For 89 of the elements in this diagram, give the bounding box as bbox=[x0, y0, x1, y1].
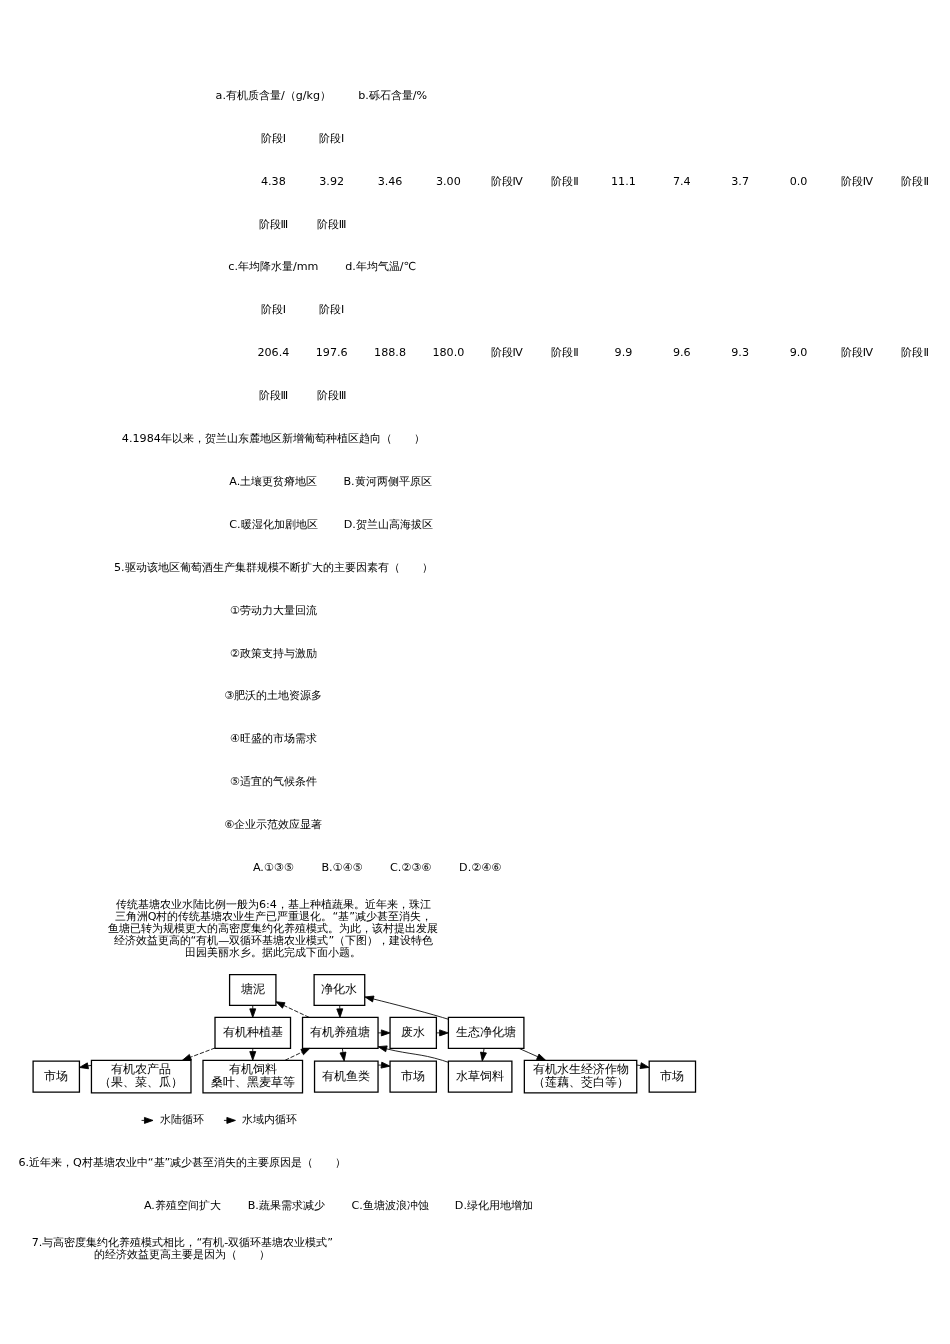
arrow bbox=[377, 1061, 391, 1069]
node-box: 有机种植基 bbox=[214, 1016, 292, 1049]
label: 9.9 bbox=[614, 345, 633, 359]
node-box: 有机农产品 （果、菜、瓜） bbox=[90, 1059, 192, 1094]
label: C.暖湿化加剧地区 bbox=[229, 517, 318, 531]
label: 9.6 bbox=[672, 345, 691, 359]
label: 197.6 bbox=[315, 345, 348, 359]
label: 传统基塘农业水陆比例一般为6:4，基上种植蔬果。近年来，珠江三角洲Q村的传统基塘农业生产已严重退化。“基”减少甚至消失，鱼塘已转为规模更大的高密度集约化养殖模式。为此，该村提出发展经济效益更高的“有机—双循环基塘农业模式”（下图），建设特色田园美丽水乡。据此完成下面小题。 bbox=[108, 897, 439, 959]
label: 5.驱动该地区葡萄酒生产集群规模不断扩大的主要因素有（ ） bbox=[114, 560, 433, 574]
label: b.砾石含量/% bbox=[358, 88, 428, 102]
label: ④旺盛的市场需求 bbox=[229, 731, 317, 745]
label: D.贺兰山高海拔区 bbox=[343, 517, 433, 531]
arrow bbox=[336, 1004, 344, 1018]
node-box: 有机鱼类 bbox=[313, 1060, 379, 1093]
label: 阶段Ⅳ bbox=[840, 345, 873, 359]
node-box: 塘泥 bbox=[228, 973, 277, 1006]
label: 180.0 bbox=[432, 345, 465, 359]
label: 阶段Ⅰ bbox=[319, 131, 345, 145]
label: 6.近年来，Q村基塘农业中“基”减少甚至消失的主要原因是（ ） bbox=[18, 1155, 347, 1169]
label: 阶段Ⅰ bbox=[319, 302, 345, 316]
label: 3.46 bbox=[377, 174, 403, 188]
label: A.土壤更贫瘠地区 bbox=[229, 474, 318, 488]
node-box: 水草饲料 bbox=[447, 1060, 513, 1093]
arrow bbox=[480, 1047, 487, 1061]
arrow bbox=[79, 1061, 92, 1069]
label: 阶段Ⅲ bbox=[258, 217, 289, 231]
label: 阶段Ⅲ bbox=[316, 217, 347, 231]
label: 9.0 bbox=[789, 345, 808, 359]
label: 阶段Ⅳ bbox=[840, 174, 873, 188]
node-box: 市场 bbox=[648, 1060, 697, 1093]
arrow bbox=[339, 1047, 347, 1061]
label: 阶段Ⅱ bbox=[901, 174, 929, 188]
label: 188.8 bbox=[374, 345, 406, 359]
label: 阶段Ⅳ bbox=[490, 174, 523, 188]
label: ⑤适宜的气候条件 bbox=[229, 774, 317, 788]
node-box: 净化水 bbox=[313, 973, 366, 1006]
label: 3.00 bbox=[435, 174, 461, 188]
arrow bbox=[249, 1004, 257, 1018]
node-box: 有机养殖塘 bbox=[301, 1016, 379, 1049]
label: B.黄河两侧平原区 bbox=[343, 474, 432, 488]
label: 阶段Ⅰ bbox=[260, 131, 286, 145]
label: 阶段Ⅳ bbox=[490, 345, 523, 359]
node-box: 市场 bbox=[32, 1060, 81, 1093]
label: ②政策支持与激励 bbox=[229, 646, 317, 660]
node-box: 市场 bbox=[389, 1060, 438, 1093]
arrow bbox=[636, 1061, 650, 1069]
label: ①劳动力大量回流 bbox=[229, 603, 317, 617]
node-box: 有机水生经济作物 （莲藕、茭白等） bbox=[523, 1059, 638, 1094]
arrow bbox=[436, 1028, 449, 1036]
label: C.鱼塘波浪冲蚀 bbox=[351, 1198, 429, 1212]
label: A.①③⑤ bbox=[252, 860, 294, 874]
label: 4.38 bbox=[260, 174, 286, 188]
label: 11.1 bbox=[611, 174, 636, 188]
arrow bbox=[249, 1047, 257, 1061]
label: D.②④⑥ bbox=[459, 860, 502, 874]
label: 阶段Ⅱ bbox=[551, 174, 579, 188]
label: 3.92 bbox=[319, 174, 345, 188]
label: d.年均气温/℃ bbox=[345, 259, 417, 273]
label: D.绿化用地增加 bbox=[454, 1198, 533, 1212]
label: 阶段Ⅱ bbox=[551, 345, 579, 359]
label: a.有机质含量/（g/kg） bbox=[215, 88, 332, 102]
arrow bbox=[275, 1000, 310, 1018]
label: c.年均降水量/mm bbox=[228, 259, 319, 273]
legend-label: 水域内循环 bbox=[242, 1112, 298, 1126]
label: B.①④⑤ bbox=[321, 860, 363, 874]
label: 3.7 bbox=[731, 174, 749, 188]
node-box: 有机饲料 桑叶、黑麦草等 bbox=[202, 1059, 304, 1094]
label: 7.4 bbox=[672, 174, 691, 188]
legend-label: 水陆循环 bbox=[160, 1112, 205, 1126]
arrow bbox=[284, 1047, 311, 1061]
label: ⑥企业示范效应显著 bbox=[224, 817, 323, 831]
label: A.养殖空间扩大 bbox=[143, 1198, 221, 1212]
label: 4.1984年以来，贺兰山东麓地区新增葡萄种植区趋向（ ） bbox=[121, 431, 425, 445]
label: 阶段Ⅲ bbox=[316, 388, 347, 402]
label: C.②③⑥ bbox=[390, 860, 432, 874]
arrow bbox=[518, 1047, 547, 1061]
arrow bbox=[181, 1047, 216, 1061]
label: 阶段Ⅱ bbox=[901, 345, 929, 359]
label: 阶段Ⅲ bbox=[258, 388, 289, 402]
arrow bbox=[377, 1028, 391, 1036]
label: 0.0 bbox=[789, 174, 808, 188]
label: 阶段Ⅰ bbox=[260, 302, 286, 316]
label: 7.与高密度集约化养殖模式相比，“有机-双循环基塘农业模式”的经济效益更高主要是因为（ ） bbox=[31, 1235, 333, 1261]
label: B.蔬果需求减少 bbox=[247, 1198, 325, 1212]
label: ③肥沃的土地资源多 bbox=[224, 688, 323, 702]
label: 9.3 bbox=[731, 345, 749, 359]
arrow bbox=[364, 995, 449, 1020]
label: 206.4 bbox=[257, 345, 290, 359]
node-box: 生态净化塘 bbox=[447, 1016, 525, 1049]
